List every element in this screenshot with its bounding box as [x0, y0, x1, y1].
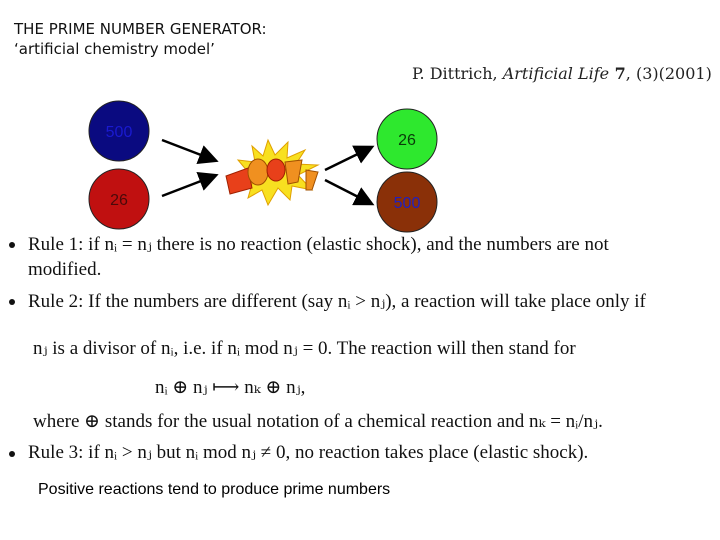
bullet-rule-2: [9, 299, 15, 305]
rule-2-formula: nᵢ ⊕ nⱼ ⟼ nₖ ⊕ nⱼ,: [155, 377, 306, 398]
citation-issue: , (3)(2001): [625, 64, 712, 83]
rule-2-explanation: where ⊕ stands for the usual notation of…: [33, 411, 603, 432]
molecule-label: 26: [398, 132, 416, 149]
boom-explosion-icon: [225, 138, 320, 207]
rule-1-text: Rule 1: if nᵢ = nⱼ there is no reaction …: [28, 234, 609, 255]
arrow-in-2: [161, 172, 219, 198]
molecule-label: 500: [394, 195, 421, 212]
arrow-out-1: [324, 145, 375, 172]
slide-title: THE PRIME NUMBER GENERATOR: ‘artificial …: [14, 19, 267, 59]
rule-1-continuation: modified.: [28, 259, 102, 280]
arrow-out-2: [324, 178, 375, 206]
output-molecule-26: 26: [376, 108, 438, 170]
bullet-rule-3: [9, 451, 15, 457]
arrow-in-1: [161, 138, 219, 164]
footer-note: Positive reactions tend to produce prime…: [38, 481, 391, 498]
citation-journal: Artificial Life: [502, 64, 610, 83]
rule-3-text: Rule 3: if nᵢ > nⱼ but nᵢ mod nⱼ ≠ 0, no…: [28, 442, 589, 463]
output-molecule-500: 500: [376, 171, 438, 233]
citation-volume: 7: [609, 64, 626, 83]
rule-2-condition: nⱼ is a divisor of nᵢ, i.e. if nᵢ mod nⱼ…: [33, 338, 576, 359]
input-molecule-26: 26: [88, 168, 150, 230]
citation: P. Dittrich, Artificial Life 7, (3)(2001…: [412, 64, 712, 83]
bullet-rule-1: [9, 242, 15, 248]
rule-2-text: Rule 2: If the numbers are different (sa…: [28, 291, 646, 312]
title-line-1: THE PRIME NUMBER GENERATOR:: [14, 20, 267, 38]
title-line-2: ‘artificial chemistry model’: [14, 40, 215, 58]
reaction-diagram: 500 26 26 500: [88, 100, 438, 233]
molecule-label: 26: [110, 192, 128, 209]
citation-author: P. Dittrich,: [412, 64, 503, 83]
molecule-label: 500: [106, 124, 133, 141]
input-molecule-500: 500: [88, 100, 150, 162]
